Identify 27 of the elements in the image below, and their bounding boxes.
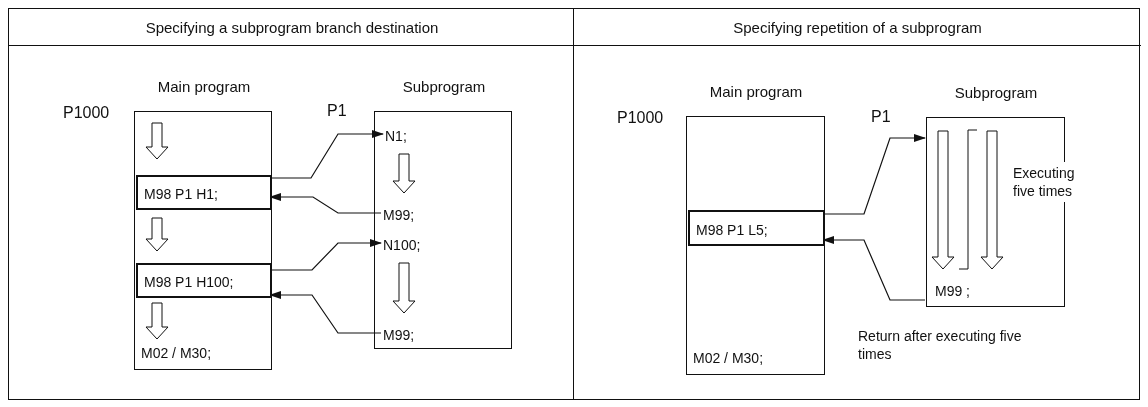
instruction-box — [688, 210, 825, 246]
program-number: P1 — [871, 108, 891, 126]
program-number: P1000 — [63, 104, 110, 122]
code-line: M02 / M30; — [141, 344, 213, 362]
program-title: Subprogram — [401, 78, 487, 96]
flow-arrow — [145, 217, 169, 252]
program-title: Subprogram — [953, 84, 1039, 102]
program-number: P1 — [327, 102, 347, 120]
instruction-box — [136, 175, 272, 210]
code-line: M98 P1 H100; — [144, 273, 235, 291]
program-title: Main program — [708, 83, 804, 101]
flow-arrow — [392, 262, 416, 314]
column-header: Specifying repetition of a subprogram — [574, 9, 1141, 46]
program-number: P1000 — [617, 109, 664, 127]
code-line: M98 P1 H1; — [144, 185, 219, 203]
code-line: M99; — [383, 326, 416, 344]
flow-arrow — [392, 153, 416, 194]
instruction-box — [136, 263, 272, 298]
code-line: N1; — [385, 127, 408, 145]
code-line: M98 P1 L5; — [696, 221, 769, 239]
code-line: M99; — [383, 206, 416, 224]
code-line: N100; — [383, 236, 422, 254]
program-title: Main program — [156, 78, 252, 96]
code-line: M02 / M30; — [693, 349, 765, 367]
code-line: M99 ; — [935, 282, 971, 300]
table-cell — [8, 8, 574, 400]
column-header: Specifying a subprogram branch destination — [9, 9, 575, 46]
